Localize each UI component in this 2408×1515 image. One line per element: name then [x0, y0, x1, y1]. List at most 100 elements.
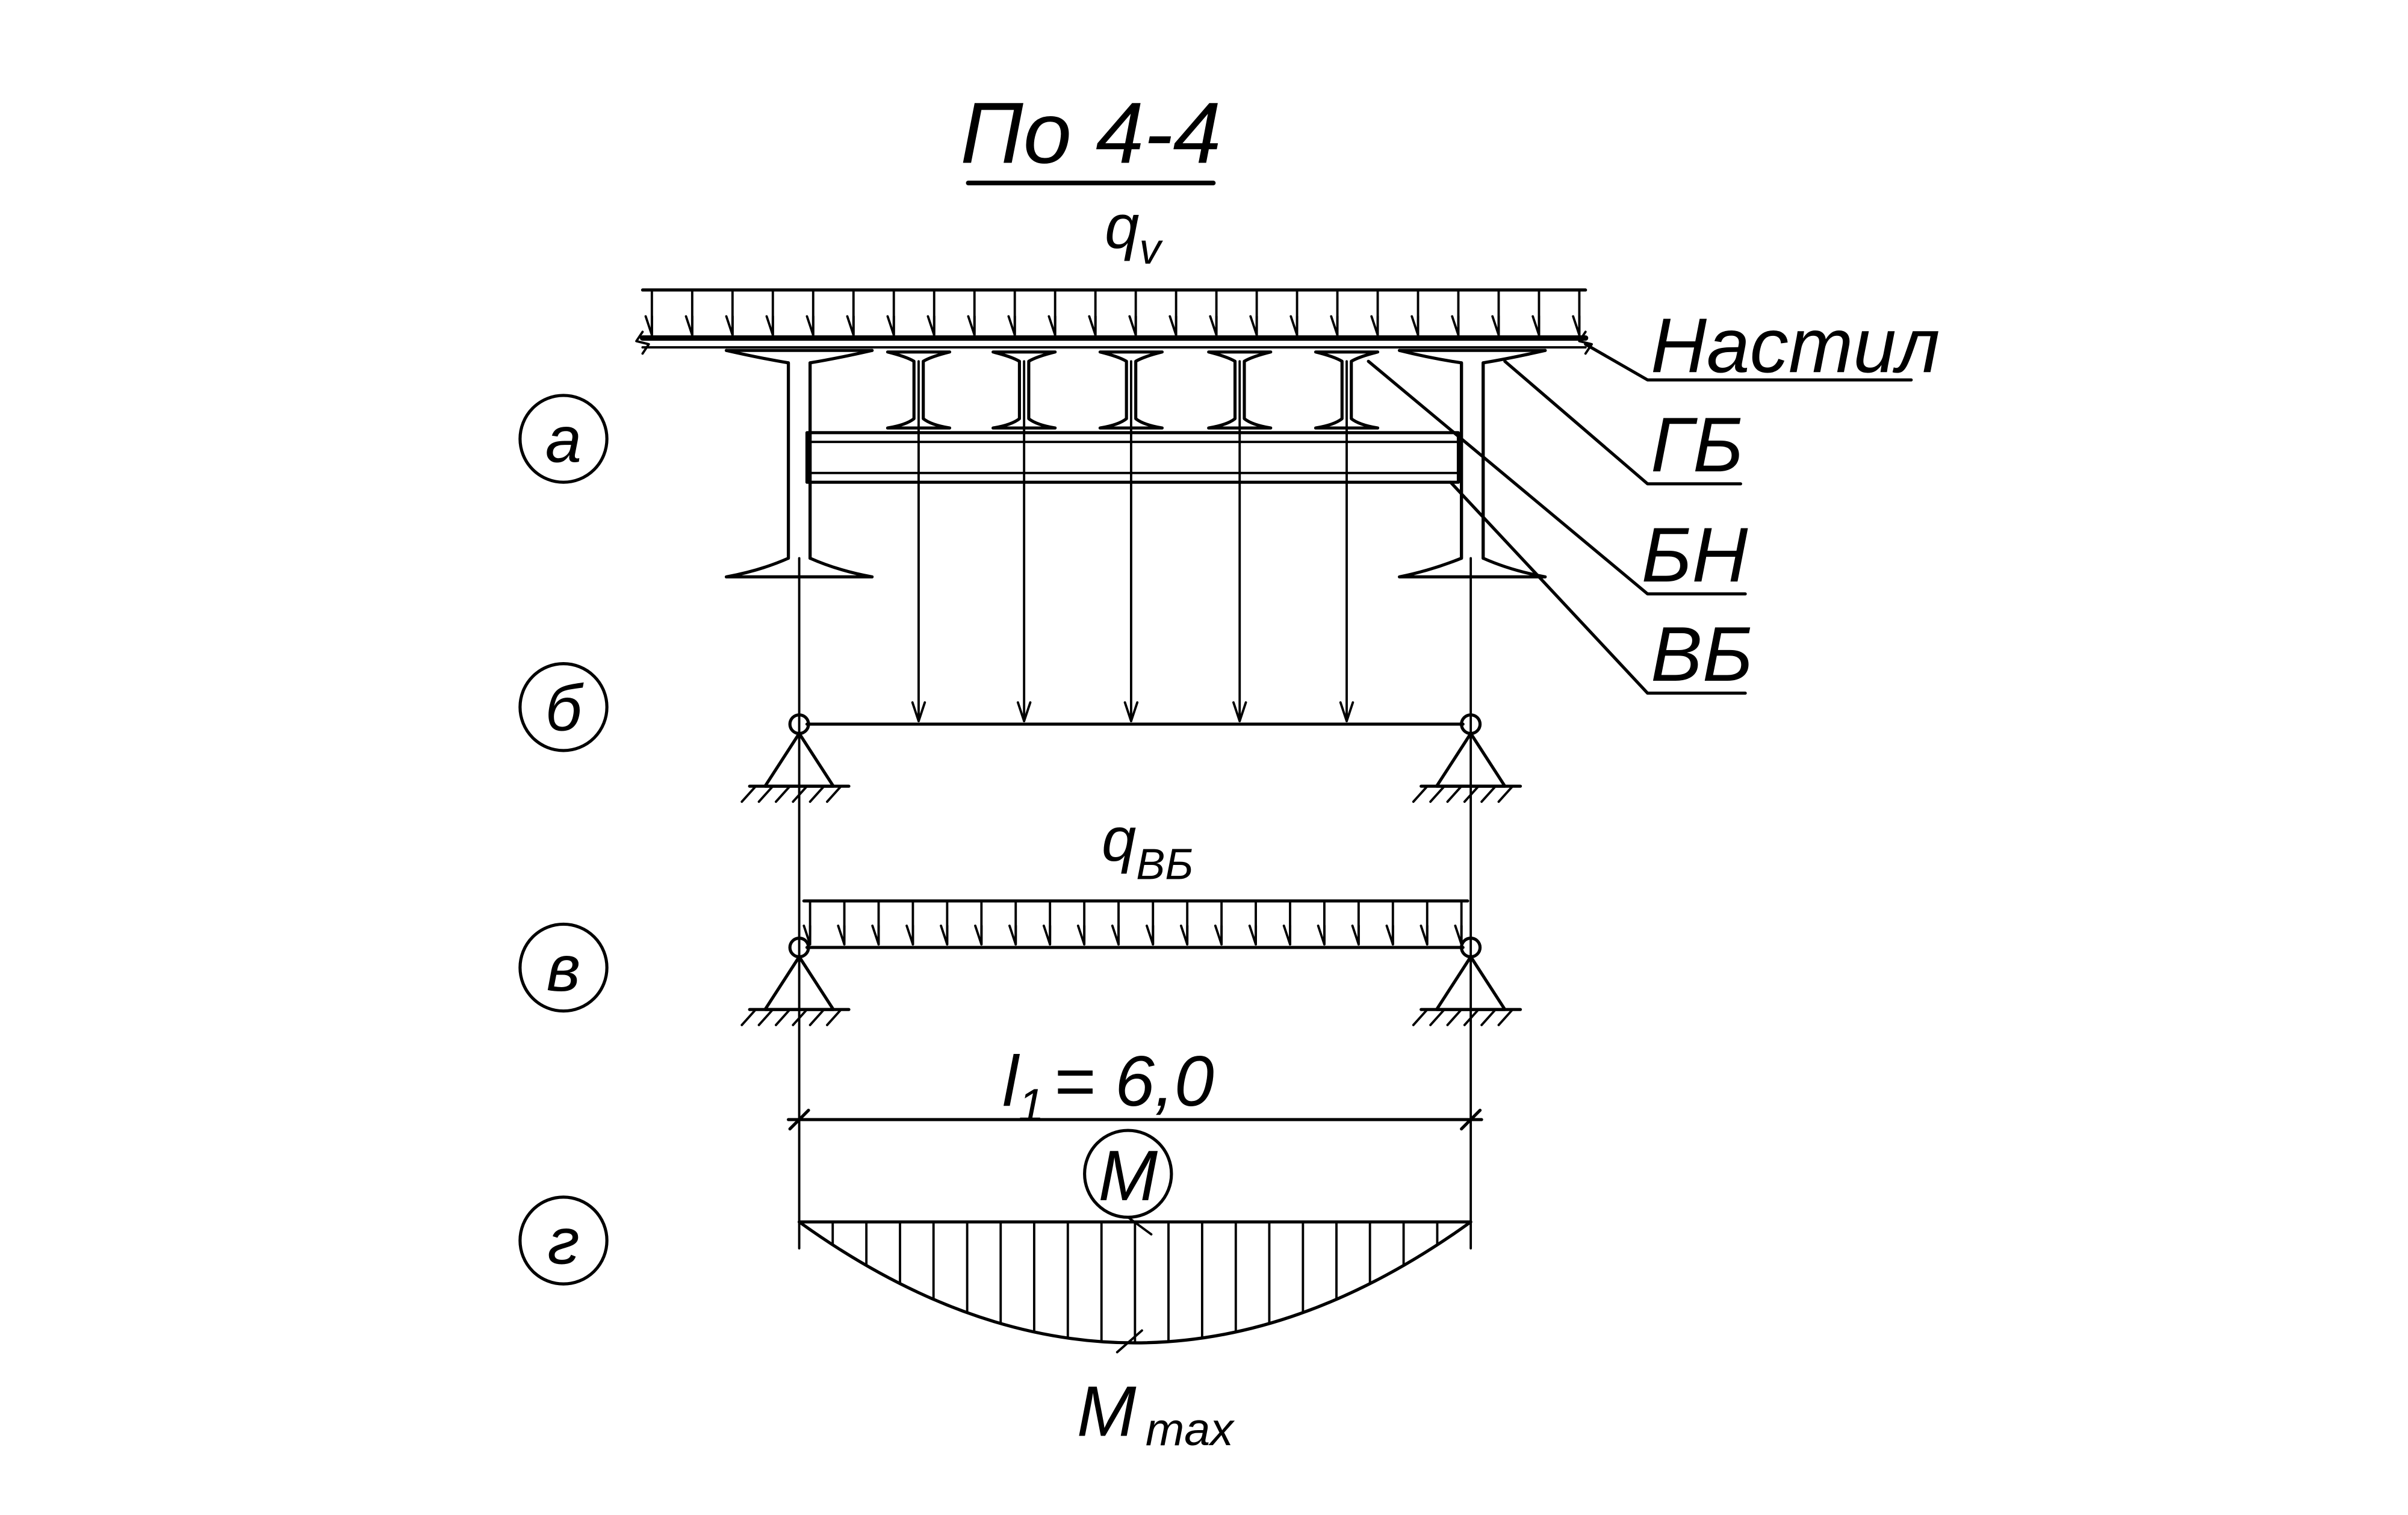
span-value: = 6,0 [1054, 1042, 1214, 1121]
load-qv-arrow [1168, 288, 1178, 336]
moment-max-leader [1116, 1329, 1143, 1354]
load-qv-arrow [846, 288, 855, 336]
load-qvb-arrow [940, 899, 949, 946]
point-load-arrows [911, 360, 1354, 722]
load-qv-arrow [967, 288, 976, 336]
load-qv-arrow [1289, 288, 1299, 336]
point-load-arrow [1123, 360, 1139, 722]
span-subscript: 1 [1018, 1080, 1044, 1132]
load-qv-arrow [1491, 288, 1500, 336]
main-beam-left [724, 349, 874, 578]
load-qv-arrow [1572, 288, 1581, 336]
svg-text:M: M [1098, 1136, 1158, 1216]
load-qv-arrow [1330, 288, 1339, 336]
load-qv-arrow [1410, 288, 1420, 336]
load-qvb-arrow [837, 899, 846, 946]
decking-break-right [1578, 330, 1593, 355]
load-qvb-arrow [1282, 899, 1292, 946]
moment-max-subscript: max [1146, 1404, 1235, 1455]
load-qv-arrow [1007, 288, 1016, 336]
leader-secondary-beam [1449, 480, 1747, 695]
load-qv-arrow [644, 288, 653, 336]
load-qv-label: qv [1105, 192, 1163, 273]
svg-text:б: б [545, 671, 585, 744]
svg-text:в: в [547, 932, 580, 1005]
leader-deck-beam [1367, 359, 1747, 596]
load-qv-arrows [644, 288, 1581, 336]
span-label: l1= 6,0 [1002, 1042, 1214, 1132]
row-marker-b: б [518, 662, 609, 752]
deck-beam [886, 350, 952, 430]
moment-parabola [798, 1220, 1472, 1345]
svg-text:г: г [547, 1205, 579, 1278]
load-qvb-arrow [1076, 899, 1086, 946]
moment-diagram-marker: M [1083, 1129, 1173, 1219]
callout-secondary-beam: ВБ [1651, 611, 1753, 698]
deck-beam [1314, 350, 1380, 430]
load-qvb-arrow [1454, 899, 1463, 946]
row-marker-g: г [518, 1195, 609, 1286]
scheme-v-supports [740, 937, 1522, 1026]
moment-max-symbol: M [1077, 1372, 1137, 1452]
pinned-support [1412, 713, 1522, 803]
deck-beam [1207, 350, 1273, 430]
load-qv-arrow [1047, 288, 1057, 336]
load-qvb-arrow [871, 899, 880, 946]
svg-text:а: а [545, 403, 582, 476]
load-qvb-label: qВБ [1102, 805, 1193, 889]
load-qvb-subscript: ВБ [1136, 841, 1193, 889]
point-load-arrow [911, 360, 926, 722]
pinned-support [1412, 937, 1522, 1026]
load-qvb-arrow [802, 899, 811, 946]
row-marker-v: в [518, 922, 609, 1013]
callout-main-beam: ГБ [1651, 401, 1743, 488]
callout-deck-beam: БН [1642, 512, 1749, 598]
load-qv-arrow [765, 288, 774, 336]
point-load-arrow [1232, 360, 1247, 722]
load-qvb-arrow [1385, 899, 1394, 946]
load-qv-arrow [886, 288, 895, 336]
point-load-arrow [1016, 360, 1032, 722]
load-qv-arrow [1370, 288, 1379, 336]
load-qvb-arrow [1179, 899, 1189, 946]
load-qv-arrow [684, 288, 694, 336]
secondary-beam-body [805, 431, 1460, 484]
scheme-b-supports [740, 713, 1522, 803]
section-title: По 4-4 [960, 84, 1221, 182]
load-qv-arrow [725, 288, 734, 336]
load-qvb-arrow [974, 899, 983, 946]
deck-beams [886, 350, 1380, 430]
load-qv-symbol: q [1105, 192, 1139, 261]
span-tick-left [788, 1109, 810, 1131]
moment-hatching [831, 1221, 1439, 1344]
load-qvb-arrow [1146, 899, 1155, 946]
span-tick-right [1460, 1109, 1482, 1131]
load-qv-arrow [926, 288, 936, 336]
row-marker-a: а [518, 394, 609, 484]
leader-main-beam [1503, 359, 1742, 486]
load-qvb-symbol: q [1102, 805, 1136, 874]
load-qvb-arrow [1008, 899, 1017, 946]
load-qvb-arrow [1317, 899, 1326, 946]
load-qv-arrow [805, 288, 815, 336]
load-qvb-arrow [1351, 899, 1360, 946]
point-load-arrow [1339, 360, 1354, 722]
leader-lines [1367, 342, 1913, 695]
deck-beam [1098, 350, 1164, 430]
load-qv-arrow [1209, 288, 1218, 336]
load-qv-subscript: v [1139, 225, 1163, 273]
load-qvb-arrow [1420, 899, 1429, 946]
load-qvb-arrow [1214, 899, 1223, 946]
decking-break-left [635, 330, 650, 355]
pinned-support [740, 937, 851, 1026]
load-qvb-arrow [1042, 899, 1052, 946]
load-qvb-arrow [905, 899, 914, 946]
load-qv-arrow [1088, 288, 1097, 336]
leader-decking [1584, 342, 1913, 382]
callout-decking: Настил [1651, 302, 1940, 389]
load-qvb-arrow [1248, 899, 1258, 946]
load-qvb-arrow [1111, 899, 1120, 946]
load-qv-arrow [1531, 288, 1541, 336]
